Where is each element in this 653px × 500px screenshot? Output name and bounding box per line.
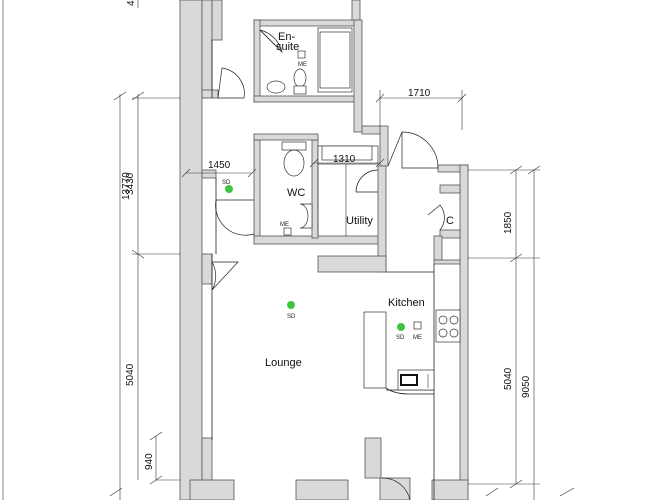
lounge-right-pillar [364,437,382,479]
dim-right-upper: 1850 [503,211,514,234]
lounge-door [211,261,239,291]
dim-top-left-partial: 4 [126,0,137,6]
shower-inner [319,31,351,89]
ensuite-label-line2: suite [276,41,299,53]
wc-basin-icon [299,203,313,229]
dim-right-middle: 5040 [503,367,514,390]
kitchen-partition-top [433,235,443,261]
kitchen-sd-label: SD [396,335,405,341]
bottom-sill-far-right [431,479,469,500]
ensuite-basin-icon [266,80,286,94]
lounge-sd-label: SD [287,314,296,320]
hall-lower-door-arc [215,199,255,236]
left-wall [179,0,203,500]
dim-overall-left: 13770 [121,172,132,200]
lounge-smoke-detector-icon [287,301,295,309]
front-door [401,131,439,169]
ensuite-left-wall [253,19,261,103]
cupboard-label: C [446,215,454,227]
ensuite-toilet-icon [293,68,307,88]
utility-sink [321,145,373,161]
bottom-sill-right [379,477,411,500]
step-wall-vertical [379,125,389,167]
hall-top-door [217,67,245,99]
wc-bottom-wall [253,235,385,245]
ensuite-bottom-wall [253,95,361,103]
cupboard-door [439,204,445,231]
dimension-lines: 13770 4 3430 5040 940 1450 1310 [109,0,575,500]
lounge-left-bottom [201,437,213,500]
kitchen-peninsula [363,311,387,389]
hob-icon [435,309,461,343]
ensuite-cistern [293,85,307,95]
dim-top-right: 1710 [408,88,431,99]
ensuite-label-line1: En- [278,31,295,43]
wc-utility-divider [311,139,319,239]
hall-top-wall [201,89,219,99]
wc-me-label: ME [280,222,289,228]
utility-label: Utility [346,215,373,227]
hall-smoke-detector-icon [225,185,233,193]
top-right-stub [351,0,361,23]
cupboard-bottom-wall [439,229,461,239]
bottom-door [381,477,411,500]
walls [179,0,469,500]
wc-top-wall [253,133,319,141]
bottom-sill-left [189,479,235,500]
lounge-left-upper [201,253,213,285]
dim-hall-width: 1450 [208,160,231,171]
kitchen-top-shelf [433,259,461,265]
bottom-sill-middle [295,479,349,500]
kitchen-label: Kitchen [388,297,425,309]
wc-label: WC [287,187,305,199]
ensuite-right-wall [353,19,363,133]
sensors: ME SD ME SD SD ME [222,50,422,341]
kitchen-me-label: ME [413,335,422,341]
utility-lower-wall [317,255,387,273]
hall-sd-label: SD [222,180,231,186]
wc-left-wall [253,139,261,239]
right-outer-wall [459,164,469,500]
hall-mid-wall [201,169,217,179]
ensuite-meter-icon [297,50,306,59]
corridor-wall [211,0,223,41]
dim-left-lower: 5040 [125,363,136,386]
dim-right-overall: 9050 [521,375,532,398]
dim-left-upper: 3430 [125,172,136,195]
room-labels: En- suite WC Utility C Kitchen Lounge [265,31,454,369]
step-wall [361,125,383,135]
inner-left-wall-top [201,0,213,99]
ensuite-top-wall [253,19,361,27]
dim-left-bottom: 940 [144,453,155,470]
utility-door [355,169,379,193]
wc-meter-icon [283,227,292,236]
wc-toilet-icon [283,149,305,177]
ensuite-me-label: ME [298,62,307,68]
wc-cistern [281,141,307,151]
kitchen-meter-icon [413,321,422,330]
doors [211,29,445,500]
kitchen-smoke-detector-icon [397,323,405,331]
dim-wc-width: 1310 [333,154,356,165]
fixtures [266,27,461,395]
lounge-label: Lounge [265,357,302,369]
cupboard-top-wall [439,184,461,194]
